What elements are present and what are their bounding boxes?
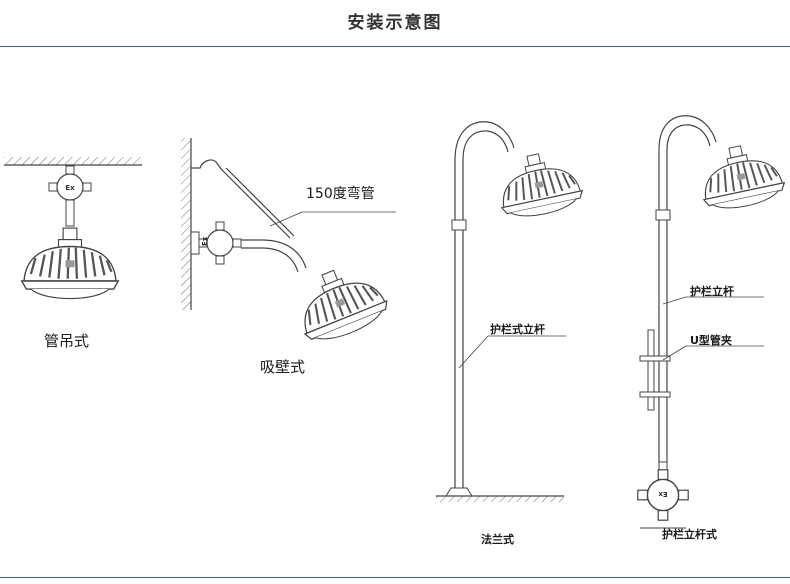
- pendant-ex-mark: Ex: [65, 184, 75, 192]
- wall-ex-mark: Ex: [201, 236, 209, 246]
- top-divider: [0, 46, 790, 47]
- bottom-divider: [0, 577, 790, 578]
- pipe-pendant-figure: [4, 157, 142, 300]
- flange-pole-callout: 护栏式立杆: [490, 323, 545, 336]
- bent-pipe-callout: 150度弯管: [306, 186, 375, 202]
- guardrail-pole-callout: 护栏立杆: [690, 285, 734, 298]
- flange-caption: 法兰式: [481, 533, 514, 546]
- guardrail-pole-caption: 护栏立杆式: [662, 528, 717, 541]
- u-clamp-callout: U型管夹: [690, 334, 732, 347]
- flange-figure: [436, 121, 587, 502]
- pipe-pendant-caption: 管吊式: [44, 332, 90, 350]
- guardrail-ex-mark: Ex: [658, 490, 668, 498]
- page-title: 安装示意图: [347, 13, 443, 33]
- wall-mount-caption: 吸壁式: [260, 358, 306, 376]
- wall-mount-figure: [181, 138, 396, 350]
- guardrail-pole-figure: [637, 115, 789, 529]
